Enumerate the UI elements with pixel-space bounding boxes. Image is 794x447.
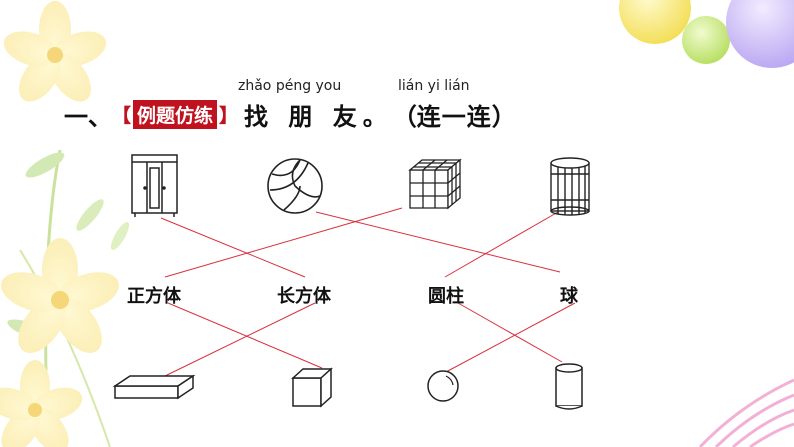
exercise-title: 一、 【例题仿练】 找 朋 友。 （ 连一连 ） — [64, 96, 516, 132]
match-line-cylinder-to-can — [457, 302, 563, 363]
cuboid-block-icon — [112, 374, 196, 400]
pinyin-lian-yi-lian: lián yi lián — [398, 78, 470, 94]
decor-ribbons — [698, 378, 794, 447]
badge-text: 例题仿练 — [133, 99, 218, 129]
paren-open: （ — [392, 102, 417, 131]
cube-icon — [291, 367, 333, 408]
sphere-icon — [427, 370, 459, 402]
pinyin-zhao-peng-you: zhǎo péng you — [238, 78, 342, 94]
paren-close: ） — [491, 102, 516, 131]
decor-ball-purple — [726, 0, 794, 68]
volleyball-icon — [267, 158, 323, 214]
match-line-ball-to-sphere — [315, 211, 561, 273]
decor-ball-green — [682, 16, 730, 64]
exercise-number: 一、 — [64, 102, 112, 131]
connect-text: 连一连 — [416, 102, 492, 131]
label-cuboid: 长方体 — [277, 286, 331, 307]
label-square-prism: 正方体 — [127, 286, 181, 307]
match-line-cube-to-square — [164, 207, 403, 278]
match-line-cuboid-to-block — [164, 302, 316, 377]
cylinder-icon — [555, 363, 583, 410]
decor-ball-yellow — [619, 0, 691, 44]
match-line-wardrobe-to-cuboid — [160, 217, 306, 278]
find-friends-text: 找 朋 友。 — [244, 102, 393, 131]
wardrobe-icon — [131, 154, 178, 217]
match-line-sphere-to-ball — [445, 302, 576, 373]
match-line-square-to-cube — [167, 302, 323, 369]
label-cylinder: 圆柱 — [428, 286, 464, 307]
example-practice-badge: 【例题仿练】 — [112, 99, 238, 129]
rubiks-cube-icon — [408, 158, 462, 210]
wooden-barrel-icon — [550, 157, 590, 216]
label-sphere: 球 — [560, 286, 578, 307]
decor-flowers — [0, 1, 130, 447]
match-line-barrel-to-cylinder — [444, 211, 559, 278]
